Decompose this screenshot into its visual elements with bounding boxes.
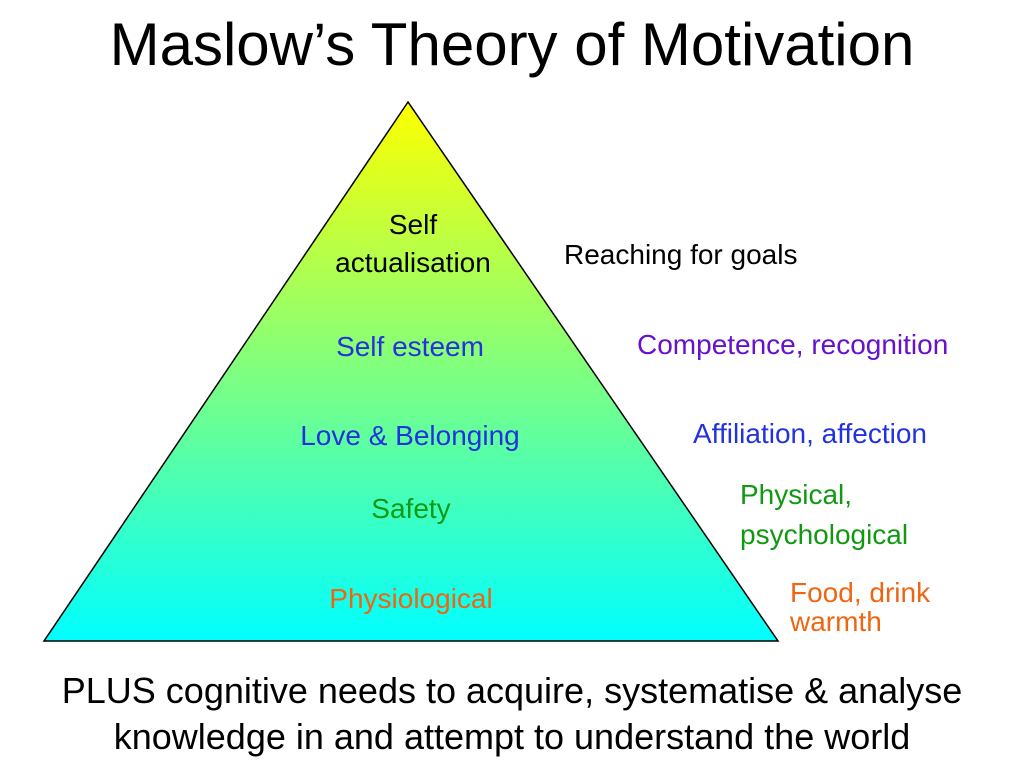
level-love-belonging: Love & Belonging: [300, 420, 520, 451]
level-self-esteem: Self esteem: [336, 331, 484, 362]
desc-competence-recognition: Competence, recognition: [637, 329, 949, 360]
level-self-actualisation-line1: Self: [388, 209, 438, 240]
desc-physical-psychological: Physical, psychological: [740, 475, 908, 555]
desc-food-line1: Food, drink: [790, 577, 931, 608]
footer-line2: knowledge in and attempt to understand t…: [113, 716, 911, 757]
desc-affiliation-affection: Affiliation, affection: [693, 418, 928, 449]
level-safety: Safety: [371, 493, 451, 524]
level-physiological: Physiological: [329, 583, 493, 614]
footer-line1: PLUS cognitive needs to acquire, systema…: [61, 670, 963, 711]
level-self-actualisation-line2: actualisation: [335, 247, 491, 278]
desc-food-drink-warmth: Food, drink warmth: [790, 578, 930, 636]
desc-physical-line2: psychological: [740, 519, 909, 550]
desc-physical-line1: Physical,: [740, 479, 853, 510]
footer-text: PLUS cognitive needs to acquire, systema…: [0, 668, 1024, 760]
level-self-actualisation: Self actualisation: [313, 206, 513, 282]
desc-food-line2: warmth: [790, 606, 882, 637]
desc-reaching-for-goals: Reaching for goals: [564, 239, 798, 270]
pyramid-triangle: [42, 100, 780, 642]
page-title: Maslow’s Theory of Motivation: [109, 11, 915, 78]
